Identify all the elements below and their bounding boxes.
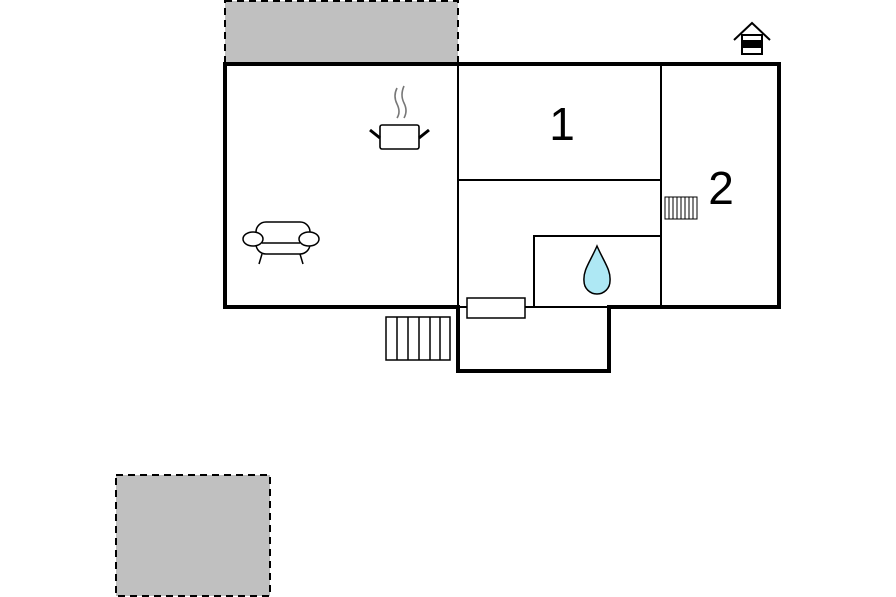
radiator-icon <box>664 196 698 220</box>
terrace-area-top <box>224 0 459 64</box>
sink-counter-icon <box>466 297 526 319</box>
outdoor-area-bottom <box>115 474 271 597</box>
stairs-icon <box>385 316 451 361</box>
room-2-label: 2 <box>708 162 734 214</box>
sofa-icon <box>242 221 320 265</box>
wall-bathroom <box>533 235 661 307</box>
house-outline <box>223 62 781 373</box>
house-icon <box>733 21 771 55</box>
cooking-pot-icon <box>369 85 430 150</box>
water-drop-icon <box>583 244 611 295</box>
room-1-label: 1 <box>549 98 575 150</box>
